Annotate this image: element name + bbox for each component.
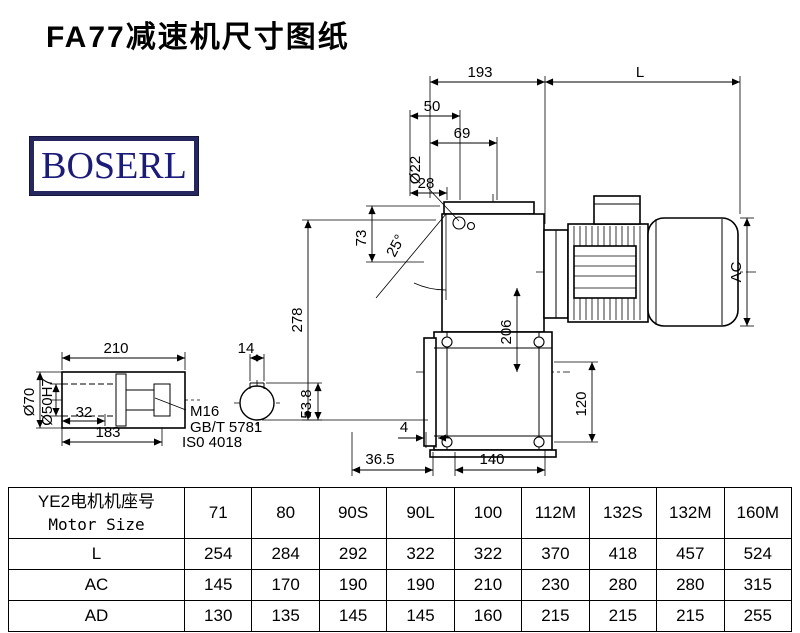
label-m16: M16 xyxy=(190,403,219,420)
table-cell: 322 xyxy=(386,538,455,570)
gearbox-front-view xyxy=(375,187,570,464)
dim-25deg: 25° xyxy=(383,232,409,260)
table-cell: 190 xyxy=(386,569,455,601)
dim-53-8: 53.8 xyxy=(298,389,315,418)
table-cell-size: 160M xyxy=(723,487,792,539)
table-row-AC: AC 145 170 190 190 210 230 280 280 315 xyxy=(8,569,792,601)
motor-front-view xyxy=(536,195,756,327)
dim-36-5: 36.5 xyxy=(365,451,394,468)
table-cell: 145 xyxy=(318,600,388,632)
extension-lines xyxy=(36,76,754,476)
dimension-table: YE2电机机座号 Motor Size 71 80 90S 90L 100 11… xyxy=(8,487,792,632)
table-cell: 524 xyxy=(723,538,792,570)
table-cell-size: 71 xyxy=(183,487,253,539)
label-iso-4018: IS0 4018 xyxy=(182,434,242,451)
motor-size-label-cn: YE2电机机座号 xyxy=(37,491,156,511)
boserl-logo-text: BOSERL xyxy=(41,145,187,187)
page-title: FA77减速机尺寸图纸 xyxy=(46,21,350,54)
table-cell: 190 xyxy=(318,569,388,601)
table-cell: 230 xyxy=(521,569,590,601)
table-cell-size: 132S xyxy=(588,487,658,539)
row-label-L: L xyxy=(8,538,185,570)
dim-278: 278 xyxy=(289,307,306,332)
table-cell-size: 80 xyxy=(251,487,320,539)
table-cell: 254 xyxy=(183,538,253,570)
table-cell-size: 132M xyxy=(656,487,725,539)
dim-14: 14 xyxy=(238,340,255,357)
dim-140: 140 xyxy=(479,451,504,468)
table-header-row: YE2电机机座号 Motor Size 71 80 90S 90L 100 11… xyxy=(8,487,792,539)
table-cell: 160 xyxy=(453,600,523,632)
dim-210: 210 xyxy=(103,340,128,357)
dim-69: 69 xyxy=(454,125,471,142)
table-cell: 280 xyxy=(588,569,658,601)
dim-32: 32 xyxy=(76,404,93,421)
table-cell: 292 xyxy=(318,538,388,570)
table-cell: 130 xyxy=(183,600,253,632)
dim-dia70: Ø70 xyxy=(21,388,38,416)
table-cell: 135 xyxy=(251,600,320,632)
technical-drawing: 193 L 50 69 28 Ø22 73 25° 278 206 AC 120… xyxy=(21,64,756,476)
dim-73: 73 xyxy=(353,230,370,247)
dim-28: 28 xyxy=(418,175,435,192)
hollow-shaft-detail-view xyxy=(50,371,200,429)
table-cell: 255 xyxy=(723,600,792,632)
dim-dia22: Ø22 xyxy=(407,156,424,184)
dim-120: 120 xyxy=(573,391,590,416)
shaft-section-view xyxy=(234,380,280,426)
table-cell: 284 xyxy=(251,538,320,570)
table-cell: 315 xyxy=(723,569,792,601)
table-cell: 457 xyxy=(656,538,725,570)
table-cell: 322 xyxy=(453,538,523,570)
motor-size-header: YE2电机机座号 Motor Size xyxy=(8,487,185,539)
table-cell-size: 90S xyxy=(318,487,388,539)
table-cell: 215 xyxy=(588,600,658,632)
table-cell-size: 112M xyxy=(521,487,590,539)
motor-size-label-en: Motor Size xyxy=(48,514,145,534)
boserl-logo: BOSERL xyxy=(29,136,199,196)
table-cell: 215 xyxy=(656,600,725,632)
dim-4: 4 xyxy=(400,419,408,436)
table-cell: 210 xyxy=(453,569,523,601)
table-row-AD: AD 130 135 145 145 160 215 215 215 255 xyxy=(8,600,792,632)
table-cell: 215 xyxy=(521,600,590,632)
table-cell: 145 xyxy=(183,569,253,601)
table-cell: 418 xyxy=(588,538,658,570)
row-label-AD: AD xyxy=(8,600,185,632)
table-cell-size: 100 xyxy=(453,487,523,539)
table-cell: 280 xyxy=(656,569,725,601)
table-cell: 145 xyxy=(386,600,455,632)
dim-183: 183 xyxy=(95,424,120,441)
dim-193: 193 xyxy=(467,64,492,81)
table-cell-size: 90L xyxy=(386,487,455,539)
dim-206: 206 xyxy=(498,319,515,344)
dim-AC: AC xyxy=(728,261,745,282)
table-row-L: L 254 284 292 322 322 370 418 457 524 xyxy=(8,538,792,570)
table-cell: 370 xyxy=(521,538,590,570)
row-label-AC: AC xyxy=(8,569,185,601)
dim-50: 50 xyxy=(424,98,441,115)
dim-dia50h7: Ø50H7 xyxy=(39,378,56,426)
dim-L: L xyxy=(636,64,644,81)
dimension-lines xyxy=(36,78,751,474)
dimension-labels: 193 L 50 69 28 Ø22 73 25° 278 206 AC 120… xyxy=(21,64,745,468)
label-gbt-5781: GB/T 5781 xyxy=(190,419,262,436)
table-cell: 170 xyxy=(251,569,320,601)
